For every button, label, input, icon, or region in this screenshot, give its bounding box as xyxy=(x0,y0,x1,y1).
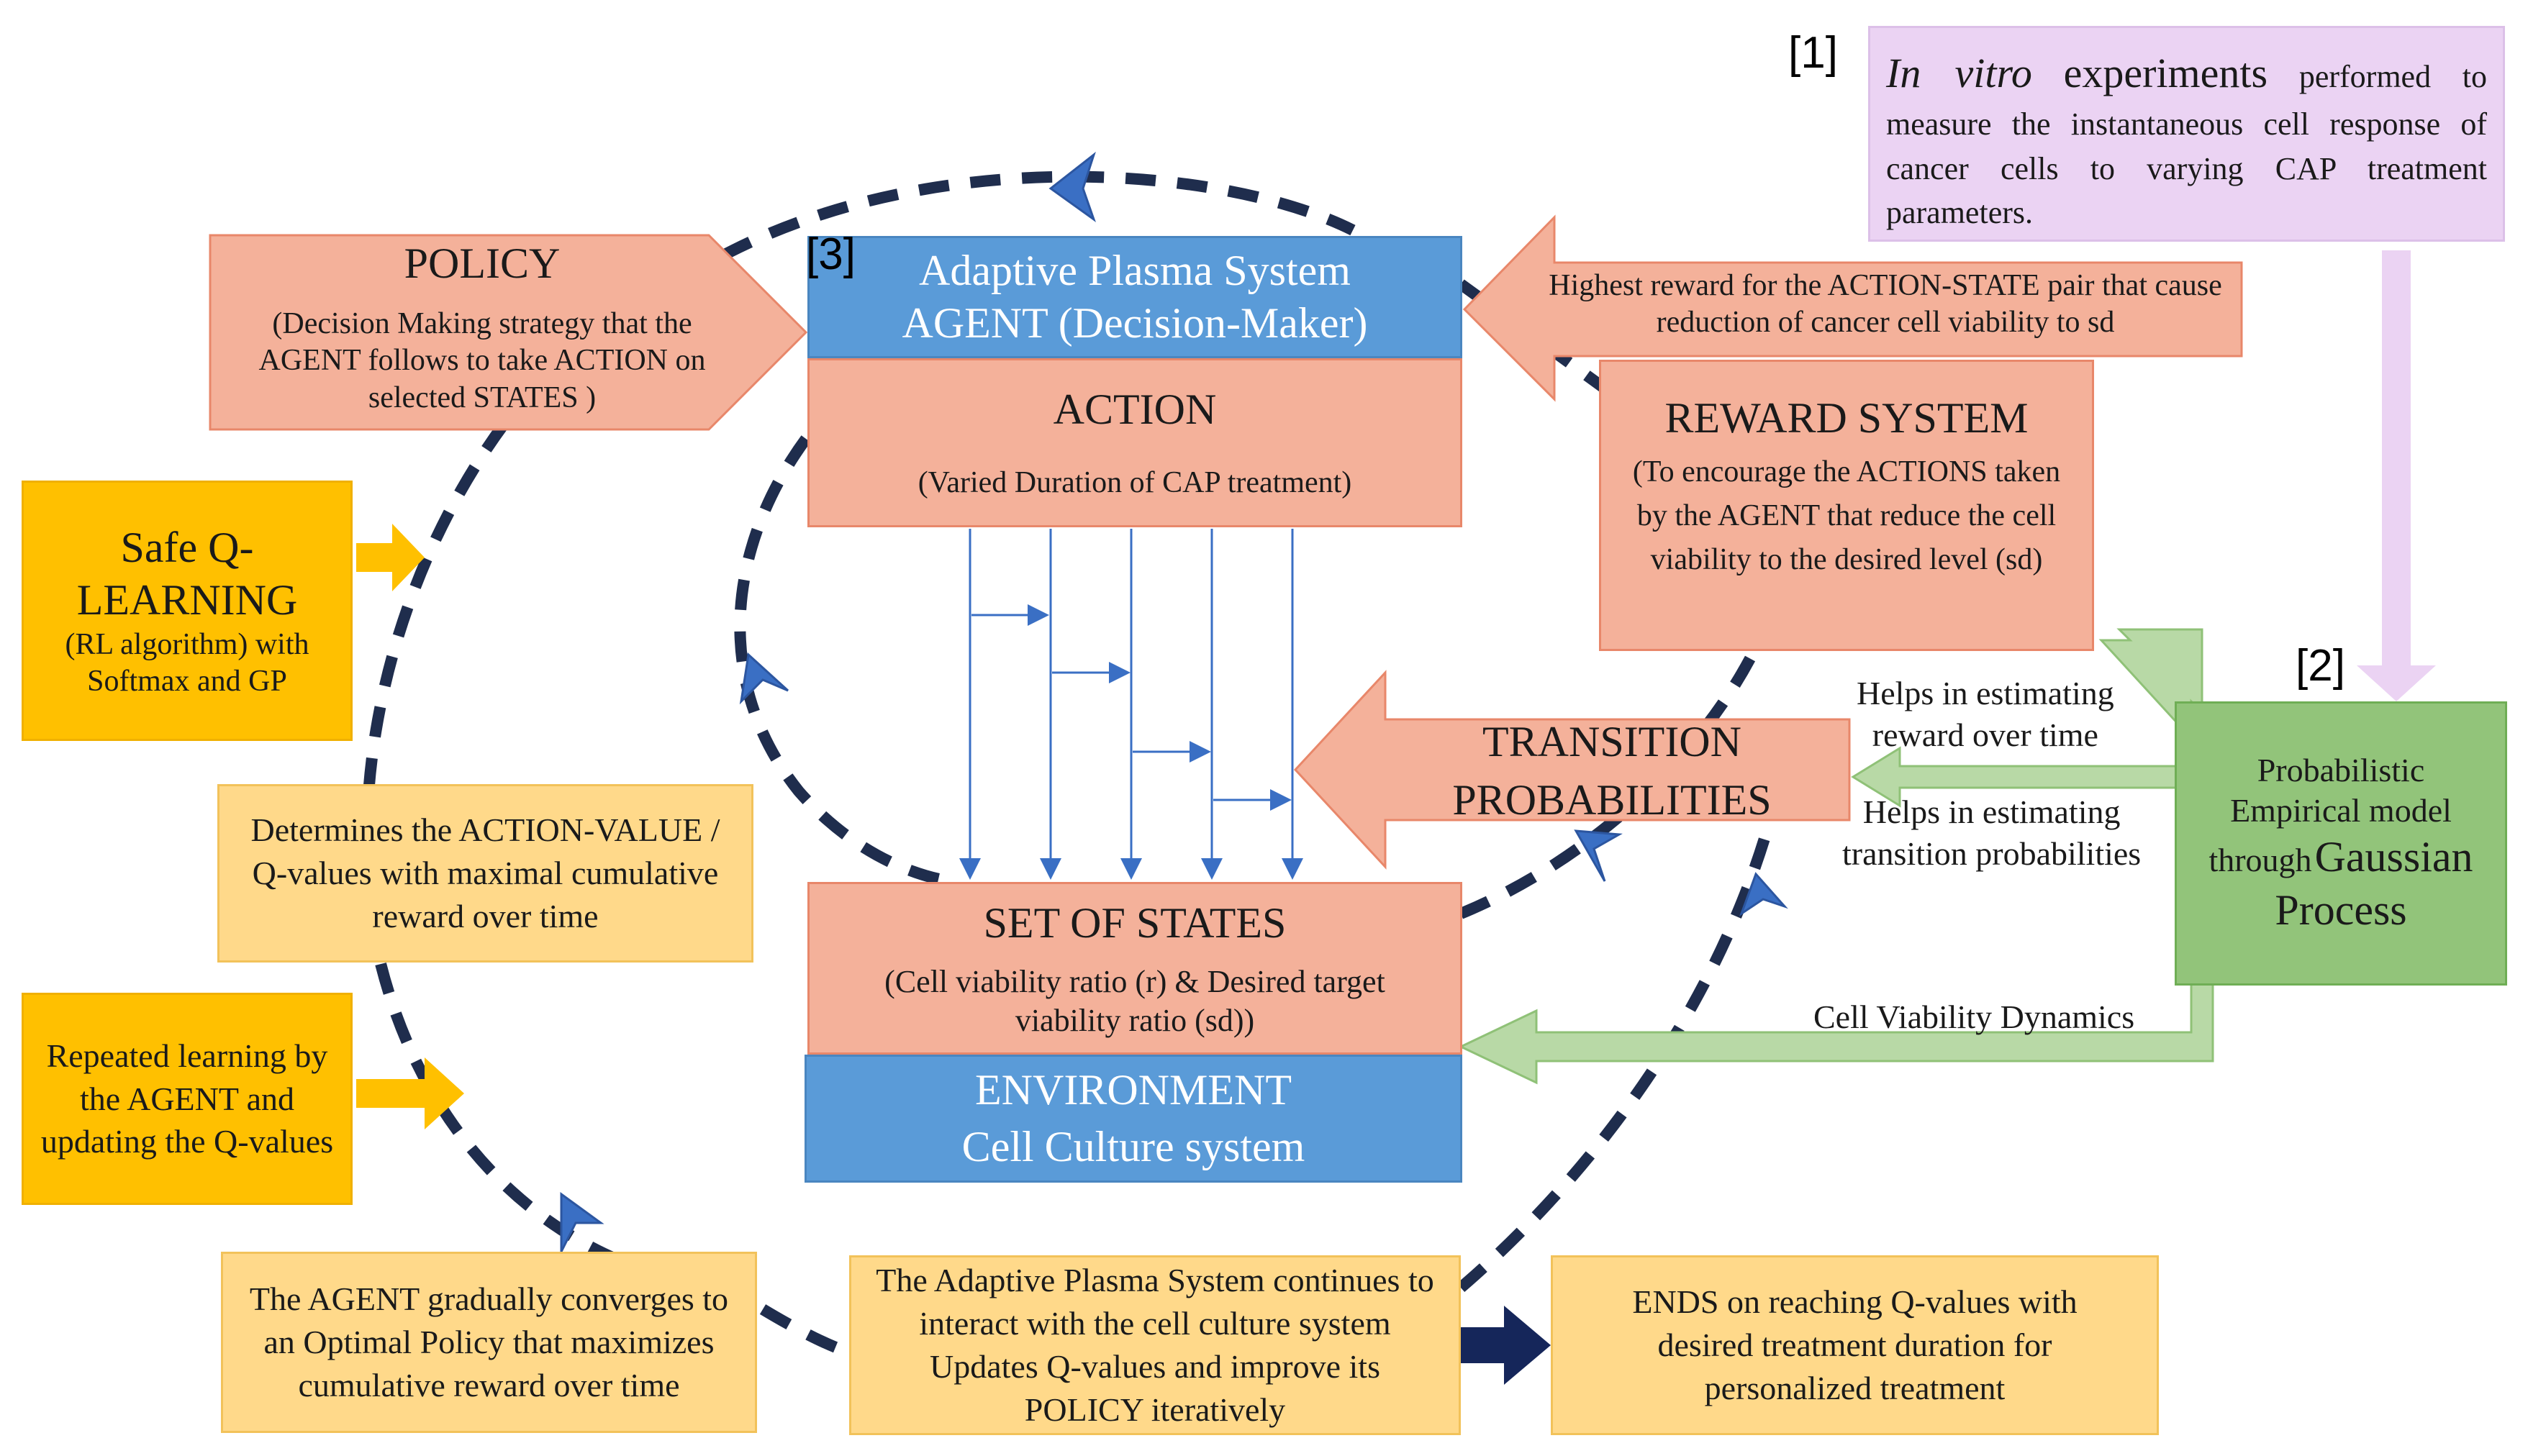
in-vitro-lead: experiments xyxy=(2063,50,2268,96)
safe-q-line1: Safe Q- xyxy=(120,523,254,571)
converges-box: The AGENT gradually converges to an Opti… xyxy=(221,1252,757,1433)
transition-line1: TRANSITION xyxy=(1482,718,1741,765)
ends-text: ENDS on reaching Q-values with desired t… xyxy=(1632,1283,2078,1406)
repeated-text: Repeated learning by the AGENT and updat… xyxy=(40,1037,334,1160)
helps-transition-label: Helps in estimating transition probabili… xyxy=(1842,791,2141,874)
reward-system-title: REWARD SYSTEM xyxy=(1664,394,2029,442)
action-box: ACTION (Varied Duration of CAP treatment… xyxy=(807,358,1462,527)
in-vitro-box: In vitro experiments performed to measur… xyxy=(1868,26,2505,242)
to-ends-arrow xyxy=(1461,1306,1551,1385)
repeated-learning-arrow xyxy=(356,1057,464,1129)
outer-loop-dashed xyxy=(720,170,1356,261)
repeated-box: Repeated learning by the AGENT and updat… xyxy=(22,993,353,1205)
environment-title: ENVIRONMENT xyxy=(975,1065,1292,1114)
gp-line3: through Gaussian xyxy=(2208,831,2473,883)
converges-text: The AGENT gradually converges to an Opti… xyxy=(249,1280,729,1403)
gp-marker: [2] xyxy=(2296,641,2345,691)
in-vitro-rest: performed to measure the instantaneous c… xyxy=(1886,59,2488,231)
agent-marker: [3] xyxy=(806,229,856,279)
policy-block: POLICY (Decision Making strategy that th… xyxy=(216,237,748,428)
agent-box: Adaptive Plasma System AGENT (Decision-M… xyxy=(807,236,1462,358)
safe-q-arrow xyxy=(356,524,425,591)
in-vitro-marker: [1] xyxy=(1788,28,1838,78)
loop-arrowhead-inner-right xyxy=(1574,829,1623,882)
action-title: ACTION xyxy=(1053,386,1217,433)
agent-subtitle: AGENT (Decision-Maker) xyxy=(902,299,1368,347)
gp-line1: Probabilistic xyxy=(2257,752,2425,789)
outer-loop-bottom-dashed xyxy=(759,1304,851,1358)
loop-arrowhead-left-bottom xyxy=(560,1192,604,1252)
safe-q-box: Safe Q- LEARNING (RL algorithm) with Sof… xyxy=(22,481,353,741)
gp-line2: Empirical model xyxy=(2230,792,2452,829)
inner-loop-right-dashed xyxy=(1458,645,1762,919)
highest-reward-text: Highest reward for the ACTION-STATE pair… xyxy=(1549,269,2222,340)
environment-subtitle: Cell Culture system xyxy=(961,1123,1305,1170)
safe-q-line4: Softmax and GP xyxy=(87,665,287,699)
in-vitro-text: In vitro experiments performed to measur… xyxy=(1886,44,2487,235)
gp-line3b: Gaussian xyxy=(2314,833,2473,881)
in-vitro-to-gp-arrow xyxy=(2357,250,2436,701)
transition-line2: PROBABILITIES xyxy=(1452,776,1772,824)
cell-viability-label: Cell Viability Dynamics xyxy=(1813,998,2135,1035)
gp-to-transition-arrow xyxy=(1851,746,2182,808)
states-text: (Cell viability ratio (r) & Desired targ… xyxy=(884,964,1385,1038)
transition-shape xyxy=(1293,670,1851,870)
transition-text: TRANSITION PROBABILITIES xyxy=(1389,716,1835,827)
gp-model-box: Probabilistic Empirical model through Ga… xyxy=(2175,701,2507,986)
environment-box: ENVIRONMENT Cell Culture system xyxy=(805,1055,1462,1183)
reward-system-text: (To encourage the ACTIONS taken by the A… xyxy=(1632,455,2061,576)
helps-reward-line2: reward over time xyxy=(1872,716,2098,753)
helps-reward-label: Helps in estimating reward over time xyxy=(1857,673,2114,755)
policy-title: POLICY xyxy=(404,240,561,287)
safe-q-line3: (RL algorithm) with xyxy=(65,627,309,661)
loop-arrowhead-top xyxy=(1048,151,1096,222)
loop-arrowhead-outer-right xyxy=(1739,872,1788,916)
interacts-text: The Adaptive Plasma System continues to … xyxy=(876,1262,1434,1428)
in-vitro-italic: In vitro xyxy=(1886,50,2032,96)
policy-text: (Decision Making strategy that the AGENT… xyxy=(258,307,706,414)
gp-line4: Process xyxy=(2275,886,2407,934)
policy-shape xyxy=(209,234,808,431)
determines-box: Determines the ACTION-VALUE / Q-values w… xyxy=(217,784,753,963)
states-title: SET OF STATES xyxy=(983,899,1287,947)
inner-loop-dashed xyxy=(734,435,951,887)
highest-reward-shape xyxy=(1462,214,2243,402)
agent-title: Adaptive Plasma System xyxy=(919,246,1351,294)
helps-reward-line1: Helps in estimating xyxy=(1857,675,2114,711)
states-box: SET OF STATES (Cell viability ratio (r) … xyxy=(807,882,1462,1055)
action-text: (Varied Duration of CAP treatment) xyxy=(918,466,1352,500)
interacts-box: The Adaptive Plasma System continues to … xyxy=(849,1255,1461,1435)
helps-trans-line2: transition probabilities xyxy=(1842,834,2142,872)
gp-to-states-arrow xyxy=(1458,980,2214,1085)
reward-system-box: REWARD SYSTEM (To encourage the ACTIONS … xyxy=(1599,360,2094,651)
safe-q-line2: LEARNING xyxy=(76,575,298,624)
determines-text: Determines the ACTION-VALUE / Q-values w… xyxy=(250,811,720,934)
helps-trans-line1: Helps in estimating xyxy=(1862,793,2121,830)
gp-line3a: through xyxy=(2208,842,2312,879)
ends-box: ENDS on reaching Q-values with desired t… xyxy=(1551,1255,2159,1435)
loop-arrowhead-inner-left xyxy=(739,652,789,705)
action-to-states-lines xyxy=(959,529,1303,880)
